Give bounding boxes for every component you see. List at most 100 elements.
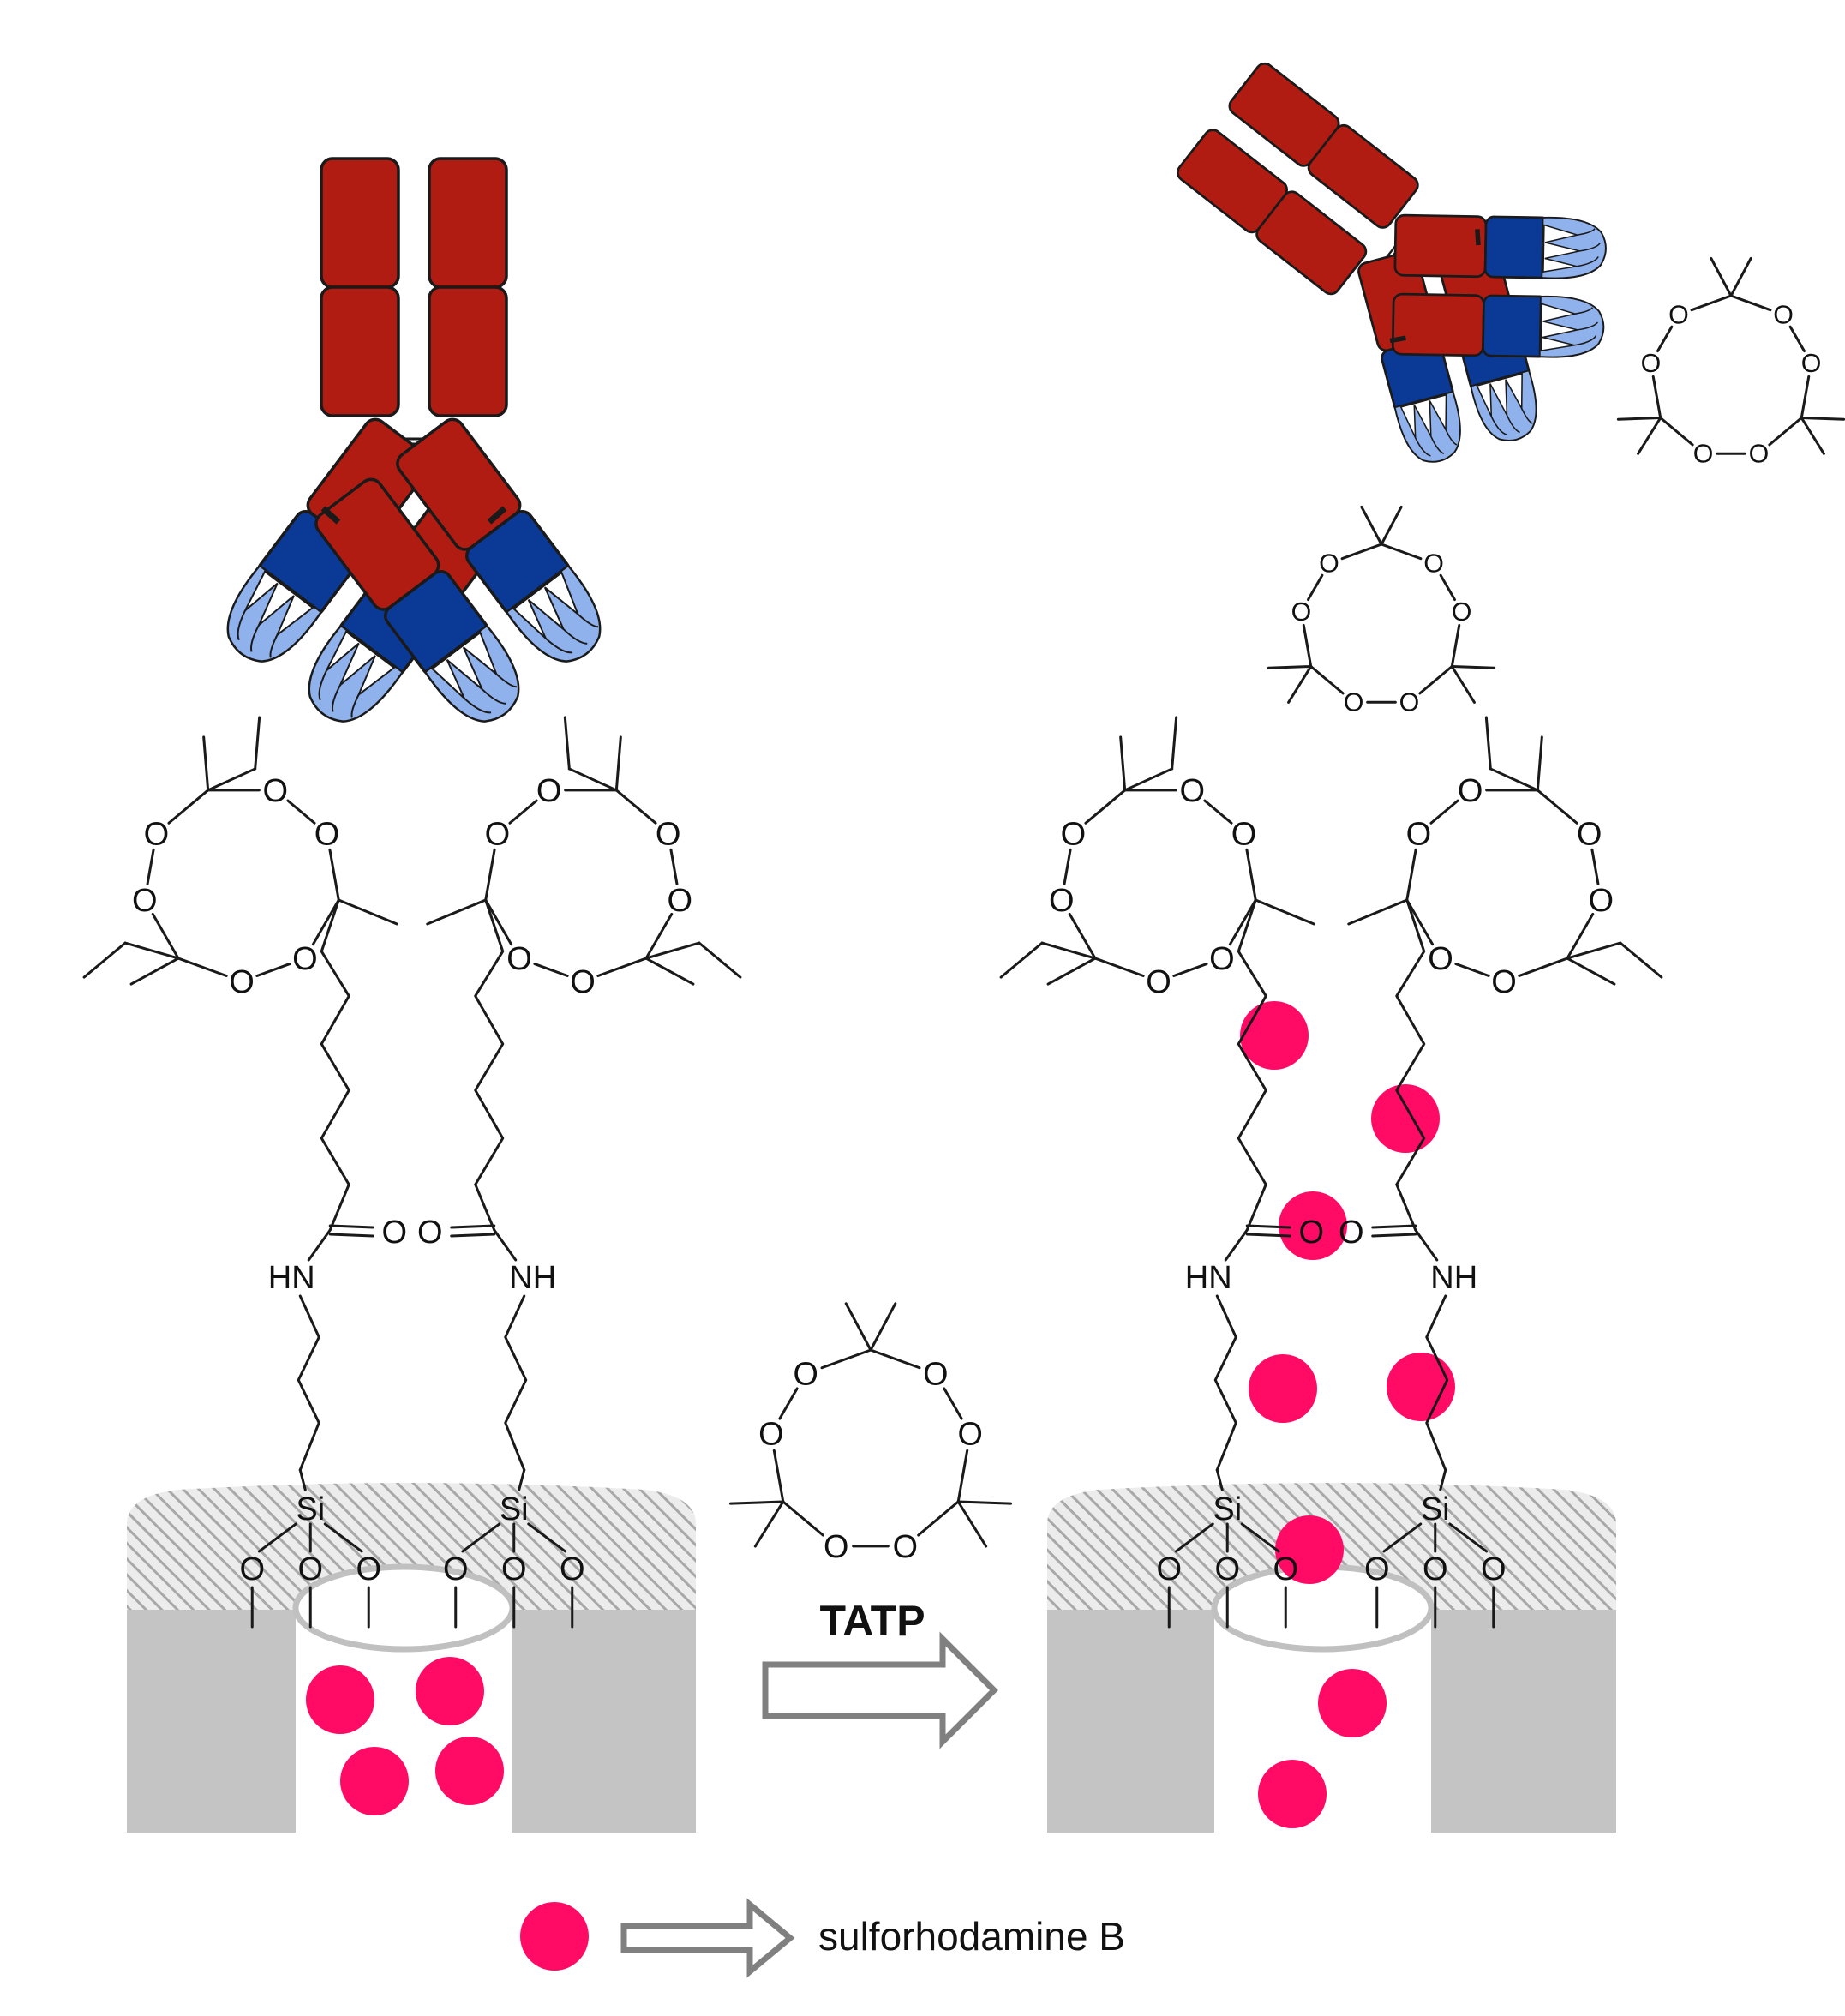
ring-bond xyxy=(311,898,340,946)
ring-oxygen: O xyxy=(229,964,255,1000)
ring-bond xyxy=(177,957,228,978)
ring-oxygen: O xyxy=(1291,597,1312,627)
ring-oxygen: O xyxy=(1180,773,1206,809)
hollow-arrow-main xyxy=(762,1631,998,1749)
ethyl-bond xyxy=(644,941,701,960)
amide-bond xyxy=(1224,1228,1249,1262)
methyl-bond xyxy=(1637,417,1662,455)
ring-bond xyxy=(1800,375,1811,419)
carbonyl-bond xyxy=(1371,1224,1417,1229)
ring-oxygen: O xyxy=(1458,773,1483,809)
ring-bond xyxy=(1405,898,1435,946)
fab-arm-right-inner xyxy=(1391,292,1606,360)
ring-oxygen: O xyxy=(1428,941,1453,977)
ring-bond xyxy=(1590,848,1600,885)
ring-bond xyxy=(669,848,679,885)
silicon-atom: Si xyxy=(296,1491,325,1527)
ethyl-bond xyxy=(1171,716,1178,771)
legend-dye-label: sulforhodamine B xyxy=(818,1914,1125,1959)
ring-bond xyxy=(1729,294,1772,312)
ring-oxygen: O xyxy=(1319,549,1339,579)
methyl-bond xyxy=(644,957,695,986)
ring-oxygen: O xyxy=(1209,941,1235,977)
methyl-bond xyxy=(844,1302,872,1352)
dye-particle-icon xyxy=(1371,1084,1440,1153)
ring-bond xyxy=(1245,848,1257,902)
ring-bond xyxy=(1063,848,1072,885)
fc-domain xyxy=(320,157,400,289)
mesoporous-support-icon xyxy=(127,1483,696,1834)
support-block-right xyxy=(512,1610,696,1833)
light-chain-bond xyxy=(487,506,507,525)
ethyl-bond xyxy=(567,767,618,792)
chain-bond xyxy=(1245,1183,1267,1232)
propyl-chain xyxy=(297,1294,320,1472)
ring-oxygen: O xyxy=(1049,883,1075,919)
surface-oxygen: O xyxy=(1273,1551,1298,1587)
light-chain-bond xyxy=(1475,229,1481,246)
dye-particle-icon xyxy=(1240,1001,1309,1070)
ring-oxygen: O xyxy=(570,964,596,1000)
ethyl-bond xyxy=(1566,941,1622,960)
ring-bond xyxy=(286,799,316,825)
ring-oxygen: O xyxy=(1061,817,1087,853)
silanol-bond xyxy=(1448,1522,1489,1553)
ring-oxygen: O xyxy=(958,1415,983,1451)
dye-particle-icon xyxy=(1318,1669,1387,1737)
ethyl-bond xyxy=(1040,941,1097,960)
silanol-bond xyxy=(1174,1522,1214,1553)
light-chain-bond xyxy=(1389,335,1407,344)
ring-bond xyxy=(1768,417,1803,447)
dye-particle-icon xyxy=(1275,1515,1344,1584)
ring-oxygen: O xyxy=(1641,349,1662,378)
chain-bond xyxy=(1215,1468,1224,1491)
ring-bond xyxy=(1536,789,1578,825)
dye-particle-icon xyxy=(416,1657,484,1725)
ethyl-bond xyxy=(254,716,261,771)
ring-oxygen: O xyxy=(793,1356,818,1392)
surface-oxygen: O xyxy=(1481,1551,1507,1587)
ethyl-bond xyxy=(82,941,127,979)
ring-bond xyxy=(1518,957,1569,978)
ring-oxygen: O xyxy=(758,1415,783,1451)
carbonyl-bond xyxy=(328,1233,374,1238)
ring-oxygen: O xyxy=(485,817,511,853)
support-block-right xyxy=(1431,1610,1616,1833)
light-chain-bond xyxy=(320,506,341,525)
carbonyl-bond xyxy=(450,1224,496,1229)
ring-oxygen: O xyxy=(667,883,692,919)
methyl-bond xyxy=(1267,665,1313,669)
amide-bond xyxy=(493,1228,518,1262)
ring-bond xyxy=(869,1348,921,1370)
surface-oxygen: O xyxy=(356,1551,381,1587)
ring-bond xyxy=(167,789,210,825)
ring-bond xyxy=(1228,898,1257,946)
methyl-bond xyxy=(956,1500,988,1548)
carbonyl-bond xyxy=(1371,1233,1417,1238)
silicon-atom: Si xyxy=(1213,1491,1242,1527)
methyl-bond xyxy=(1254,898,1315,926)
ring-bond xyxy=(1084,789,1127,825)
ring-oxygen: O xyxy=(506,941,532,977)
silanol-bond xyxy=(461,1522,501,1553)
fc-domain xyxy=(1307,123,1419,229)
dye-particle-icon xyxy=(520,1902,589,1971)
alkyl-chain xyxy=(1237,898,1267,1186)
ring-bond xyxy=(1659,417,1694,447)
ring-bond xyxy=(1454,963,1490,978)
ring-bond xyxy=(917,1500,960,1537)
methyl-bond xyxy=(1360,505,1383,546)
dye-particle-icon xyxy=(1258,1760,1327,1828)
ring-oxygen: O xyxy=(1146,964,1171,1000)
fc-domain xyxy=(320,285,400,417)
alkyl-chain xyxy=(320,898,350,1186)
ring-bond xyxy=(1340,543,1383,561)
support-block-left xyxy=(1047,1610,1214,1833)
propyl-chain xyxy=(1213,1294,1237,1472)
ethyl-bond xyxy=(1484,716,1492,771)
ring-bond xyxy=(1651,375,1662,419)
hollow-arrow-icon xyxy=(620,1898,795,1978)
amide-bond xyxy=(1414,1228,1439,1262)
